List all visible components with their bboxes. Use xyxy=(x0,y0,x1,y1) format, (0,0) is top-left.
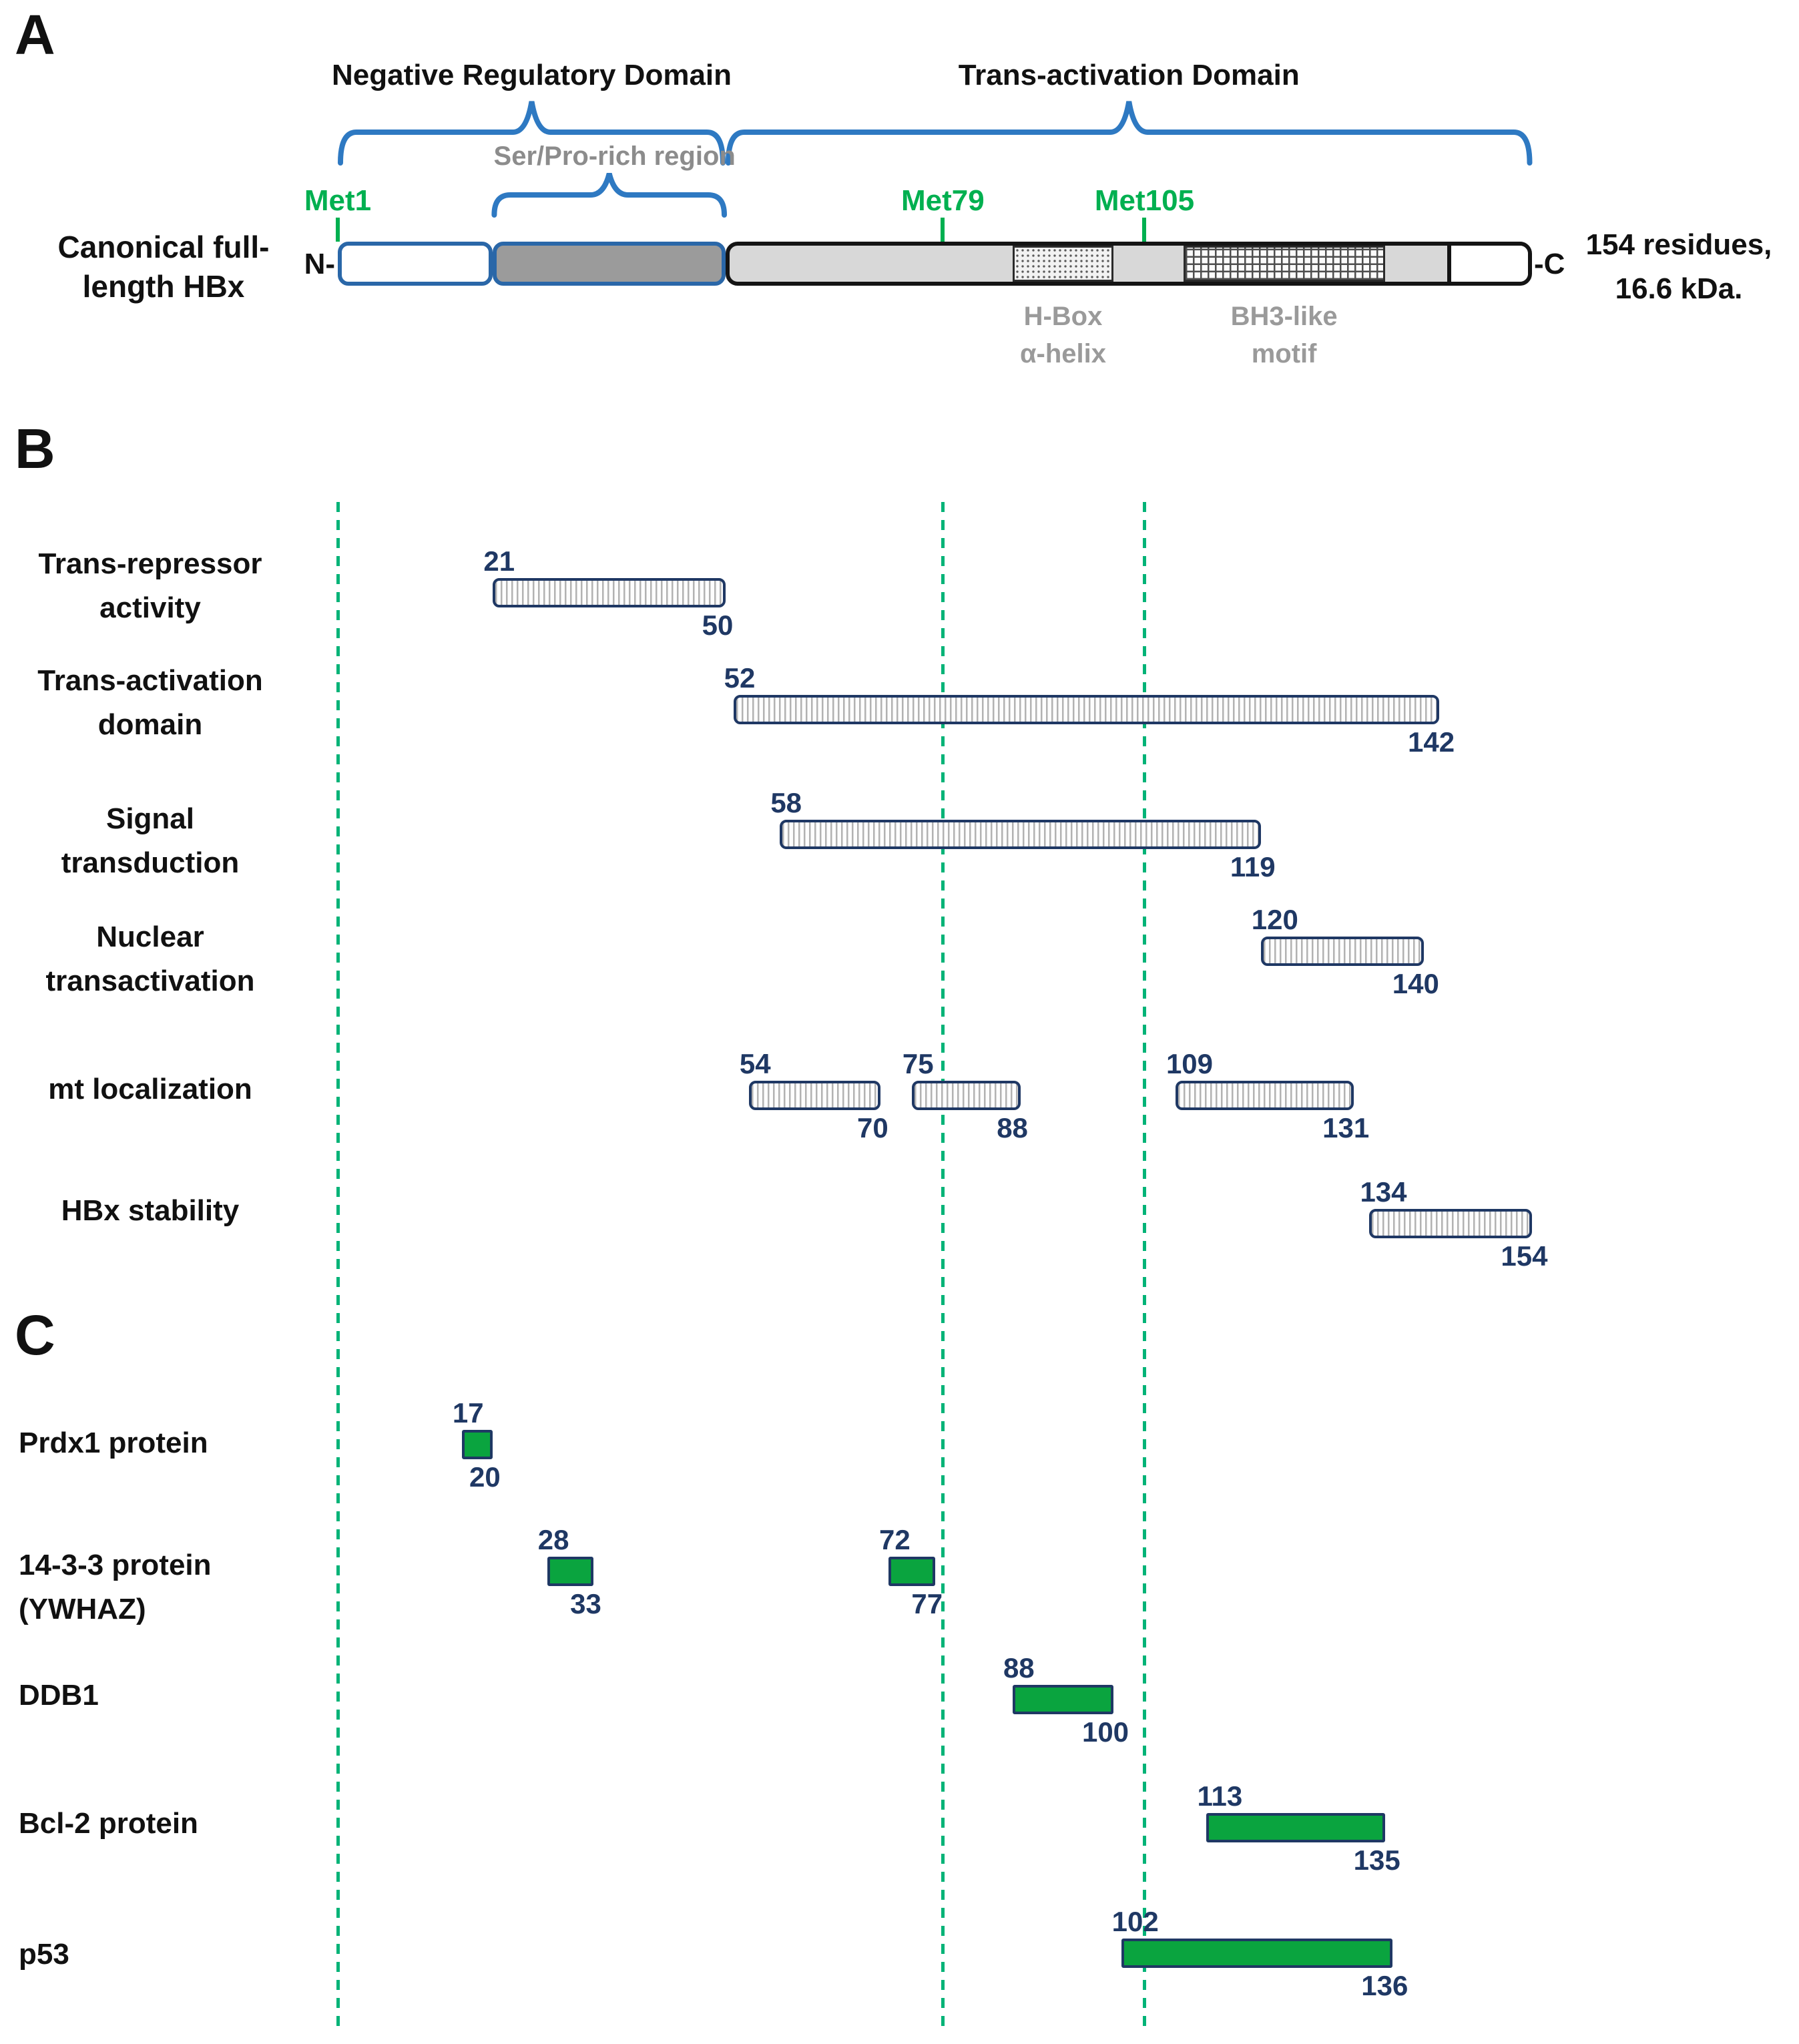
bh3-like-motif xyxy=(1183,246,1385,282)
row-label-ddb1: DDB1 xyxy=(19,1679,99,1712)
c-terminal-tail xyxy=(1447,246,1529,282)
met-marker-label: Met1 xyxy=(304,184,372,217)
range-bar xyxy=(1206,1813,1385,1842)
panel-b-letter: B xyxy=(15,417,55,480)
range-bar xyxy=(493,578,726,607)
panel-a-letter: A xyxy=(15,3,55,66)
trans-activation-domain-brace xyxy=(726,101,1533,166)
range-start-number: 134 xyxy=(1360,1176,1407,1208)
range-bar xyxy=(1175,1081,1354,1110)
range-start-number: 109 xyxy=(1166,1048,1214,1079)
n-terminal-segment xyxy=(338,242,493,286)
c-terminus-label: -C xyxy=(1534,248,1565,280)
range-end-number: 50 xyxy=(702,609,734,641)
protein-name: Canonical full-length HBx xyxy=(57,230,270,304)
range-bar xyxy=(1260,937,1424,966)
trans-activation-segment xyxy=(726,242,1533,286)
range-end-number: 142 xyxy=(1407,726,1455,758)
dashed-guide-line xyxy=(1142,502,1146,2031)
range-bar xyxy=(780,820,1261,849)
row-label-hbx-stability: HBx stability xyxy=(61,1194,240,1227)
range-end-number: 136 xyxy=(1361,1970,1408,2001)
met-marker-tick xyxy=(941,218,945,242)
dashed-guide-line xyxy=(941,502,945,2031)
range-end-number: 131 xyxy=(1322,1112,1370,1143)
range-start-number: 120 xyxy=(1251,904,1298,935)
met-marker-tick xyxy=(336,218,340,242)
range-end-number: 77 xyxy=(911,1588,943,1619)
range-bar xyxy=(1369,1209,1533,1238)
h-box-alpha-helix xyxy=(1012,246,1113,282)
range-bar xyxy=(888,1557,935,1586)
range-start-number: 28 xyxy=(537,1524,569,1555)
row-label-14-3-3-protein-ywhaz: 14-3-3 protein(YWHAZ) xyxy=(19,1549,212,1625)
range-start-number: 72 xyxy=(879,1524,911,1555)
range-start-number: 88 xyxy=(1003,1652,1035,1684)
range-end-number: 88 xyxy=(997,1112,1028,1143)
met-marker-tick xyxy=(1142,218,1147,242)
size-note: 154 residues,16.6 kDa. xyxy=(1585,228,1772,305)
range-bar xyxy=(461,1430,493,1459)
negative-regulatory-domain-label: Negative Regulatory Domain xyxy=(331,59,732,91)
range-start-number: 75 xyxy=(902,1048,934,1079)
met-marker-label: Met105 xyxy=(1094,184,1195,217)
range-end-number: 70 xyxy=(857,1112,888,1143)
range-end-number: 20 xyxy=(469,1461,501,1493)
range-start-number: 52 xyxy=(724,662,756,694)
range-start-number: 17 xyxy=(452,1397,484,1429)
range-bar xyxy=(547,1557,594,1586)
row-label-bcl-2-protein: Bcl-2 protein xyxy=(19,1807,198,1840)
brace-layer xyxy=(338,101,1533,218)
range-start-number: 58 xyxy=(770,787,802,818)
ser-pro-rich-segment xyxy=(493,242,726,286)
range-end-number: 140 xyxy=(1392,968,1439,999)
range-end-number: 154 xyxy=(1501,1240,1548,1272)
range-start-number: 21 xyxy=(483,545,515,577)
range-start-number: 102 xyxy=(1111,1906,1159,1937)
ser-pro-rich-region-label: Ser/Pro-rich region xyxy=(493,142,736,171)
range-bar xyxy=(911,1081,1021,1110)
range-start-number: 113 xyxy=(1197,1780,1243,1812)
range-end-number: 135 xyxy=(1353,1844,1400,1876)
range-end-number: 119 xyxy=(1230,851,1276,882)
row-label-prdx1-protein: Prdx1 protein xyxy=(19,1427,208,1459)
domain-bar xyxy=(0,242,1799,286)
panel-c-letter: C xyxy=(15,1304,55,1366)
ser-pro-rich-region-brace xyxy=(491,172,727,218)
row-label-mt-localization: mt localization xyxy=(48,1073,252,1105)
negative-regulatory-domain-brace xyxy=(338,101,726,166)
range-bar xyxy=(1121,1939,1393,1968)
n-terminus-label: N- xyxy=(304,248,335,280)
dashed-guide-line xyxy=(336,502,340,2031)
range-bar xyxy=(1012,1685,1113,1714)
trans-activation-domain-label: Trans-activation Domain xyxy=(958,59,1300,91)
range-bar xyxy=(748,1081,881,1110)
range-end-number: 100 xyxy=(1081,1716,1129,1748)
met-marker-label: Met79 xyxy=(901,184,985,217)
range-end-number: 33 xyxy=(570,1588,601,1619)
row-label-p53: p53 xyxy=(19,1938,69,1971)
range-bar xyxy=(733,695,1440,724)
range-start-number: 54 xyxy=(739,1048,771,1079)
